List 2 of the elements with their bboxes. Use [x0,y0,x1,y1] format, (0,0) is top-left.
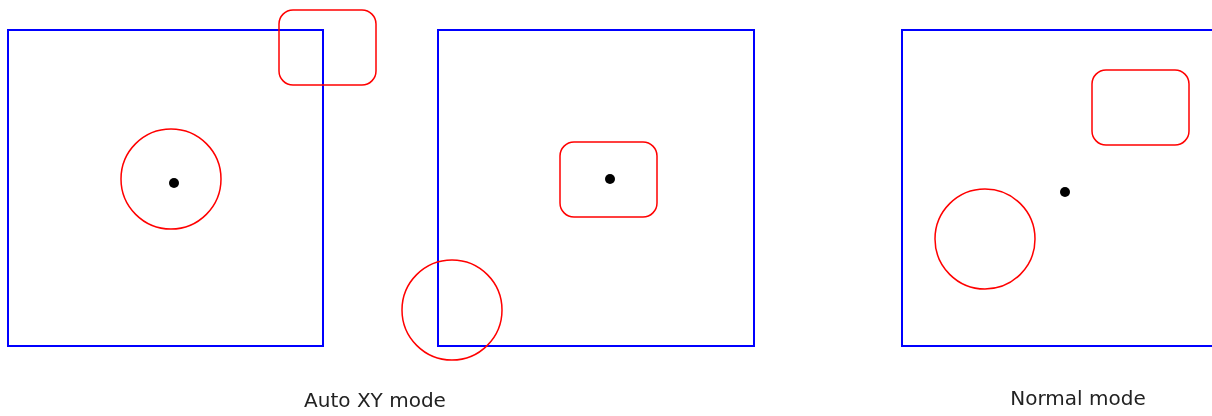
mode-caption: Auto XY mode [304,388,446,412]
mode-caption: Normal mode [1010,386,1146,410]
